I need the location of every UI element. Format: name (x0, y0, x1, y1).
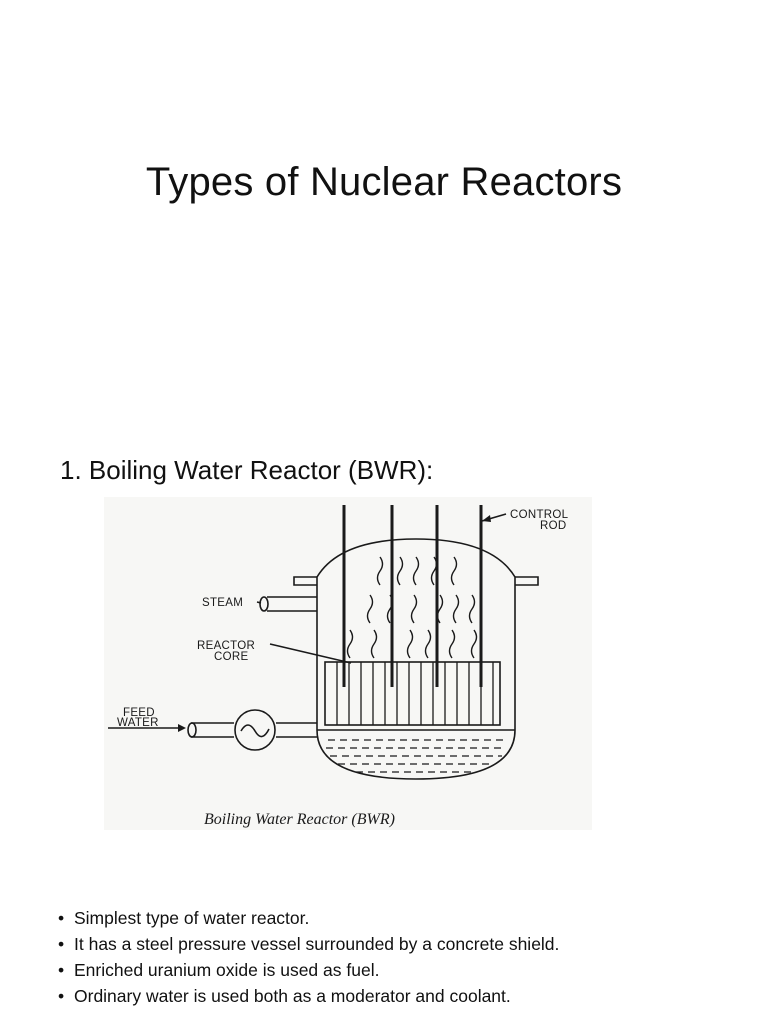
bullet-text: Enriched uranium oxide is used as fuel. (74, 960, 380, 980)
bullet-text: It has a steel pressure vessel surrounde… (74, 934, 560, 954)
feed-pump (234, 709, 276, 751)
bullet-item: • Enriched uranium oxide is used as fuel. (58, 957, 758, 983)
bullet-item: • Ordinary water is used both as a modera… (58, 983, 758, 1009)
steam-leader (256, 601, 262, 604)
slide-title: Types of Nuclear Reactors (145, 160, 623, 204)
bullet-item: • It has a steel pressure vessel surround… (58, 931, 758, 957)
feed-water-arrowhead (178, 724, 186, 732)
bullet-dot: • (58, 934, 65, 954)
fuel-elements (336, 662, 494, 725)
bullet-dot: • (58, 908, 65, 928)
vessel-flange-right (515, 576, 539, 586)
feed-pump-wave (240, 724, 270, 738)
control-rods (342, 505, 483, 687)
steam-waves (346, 556, 478, 659)
label-feed-water-line1: FEED (123, 707, 155, 719)
label-control-rod-line1: CONTROL (510, 509, 569, 521)
bullet-text: Simplest type of water reactor. (74, 908, 310, 928)
bullet-dot: • (58, 960, 65, 980)
bwr-diagram-svg: CONTROL ROD STEAM REACTOR CORE FEED WATE… (108, 505, 569, 828)
bullet-item: • Simplest type of water reactor. (58, 905, 758, 931)
control-rod-arrowhead (482, 515, 491, 522)
vessel-outline (316, 538, 516, 780)
steam-pipe-end (259, 596, 269, 612)
feed-water-pipe (191, 722, 317, 738)
vessel-flange-left (293, 576, 317, 586)
bullet-text: Ordinary water is used both as a moderat… (74, 986, 511, 1006)
water-lines (326, 739, 506, 773)
label-feed-water-line2: WATER (117, 717, 159, 729)
feed-water-pipe-end (187, 722, 197, 738)
bullet-list: • Simplest type of water reactor. • It has… (58, 905, 758, 1009)
section-heading: 1. Boiling Water Reactor (BWR): (60, 455, 434, 485)
label-reactor-core-line2: CORE (214, 651, 248, 663)
label-reactor-core-line1: REACTOR (197, 640, 255, 652)
label-steam: STEAM (202, 597, 243, 609)
reactor-core-leader (269, 643, 352, 664)
figure-caption: Boiling Water Reactor (BWR) (204, 811, 395, 828)
reactor-core-box (324, 661, 501, 726)
bullet-dot: • (58, 986, 65, 1006)
steam-pipe (267, 596, 317, 612)
label-control-rod-line2: ROD (540, 520, 566, 532)
bwr-diagram: CONTROL ROD STEAM REACTOR CORE FEED WATE… (104, 497, 592, 830)
